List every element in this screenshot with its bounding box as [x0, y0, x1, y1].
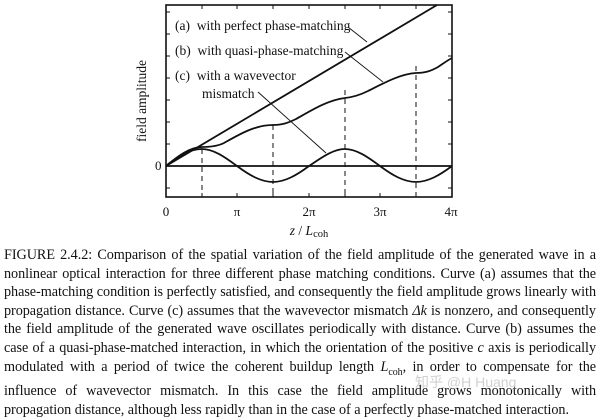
- caption-text-3: axis is periodically modulated with a pe…: [4, 339, 596, 375]
- figure-plot: (a) with perfect phase-matching (b) with…: [134, 4, 458, 240]
- x-tick-4pi: 4π: [444, 204, 458, 219]
- y-ticks: [166, 11, 452, 189]
- x-tick-pi: π: [234, 204, 241, 219]
- annotation-c-line1: (c) with a wavevector: [175, 68, 296, 83]
- plot-frame: [165, 4, 453, 198]
- figure-number: FIGURE 2.4.2:: [4, 247, 93, 263]
- x-tick-3pi: 3π: [373, 204, 387, 219]
- y-zero-label: 0: [155, 158, 162, 173]
- x-axis-label: z / Lcoh: [289, 223, 329, 240]
- delta-k-symbol: Δk: [412, 302, 427, 319]
- caption-text-2: is nonzero, and consequently the field a…: [4, 302, 596, 356]
- L-coh-symbol: L: [380, 358, 389, 375]
- x-tick-2pi: 2π: [302, 204, 316, 219]
- c-axis-symbol: c: [477, 339, 484, 356]
- figure-caption: FIGURE 2.4.2: Comparison of the spatial …: [4, 246, 596, 419]
- annotation-leaders: [257, 26, 384, 154]
- dashed-guides: [201, 66, 417, 197]
- plot-svg: (a) with perfect phase-matching (b) with…: [134, 4, 458, 240]
- caption-text-1: Comparison of the spatial variation of t…: [4, 247, 597, 319]
- annotation-b: (b) with quasi-phase-matching: [175, 43, 344, 58]
- curve-a-perfect-phase-matching: [165, 4, 438, 167]
- L-coh-subscript: coh: [388, 366, 403, 378]
- y-axis-label: field amplitude: [134, 60, 149, 142]
- annotation-c-line2: mismatch: [202, 86, 255, 101]
- curve-b-quasi-phase-matching: [165, 57, 453, 167]
- annotation-a: (a) with perfect phase-matching: [175, 18, 351, 33]
- x-tick-0: 0: [163, 204, 170, 219]
- curve-c-wavevector-mismatch: [165, 148, 453, 183]
